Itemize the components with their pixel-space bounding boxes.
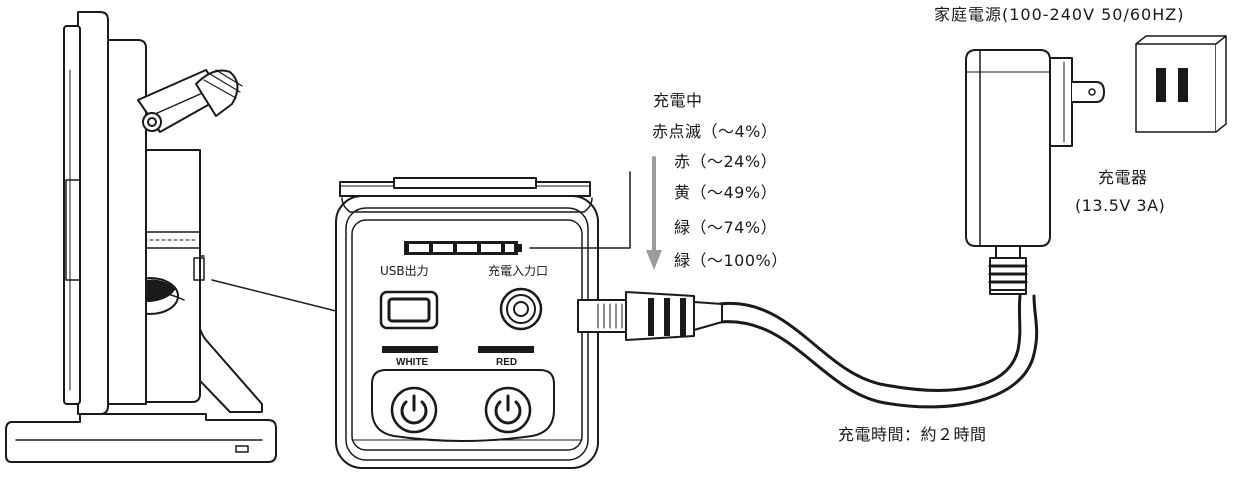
back-panel-zoom [335,177,599,469]
dc-input-label: 充電入力口 [488,264,549,278]
usb-output-label: USB出力 [380,264,429,278]
charging-cable [718,291,1039,409]
red-power-button [484,386,532,434]
charger-name-label: 充電器 [1098,168,1148,187]
status-level-5: 緑（～100%） [674,251,788,270]
status-level-3: 黄（～49%） [674,183,778,202]
dc-plug [577,291,723,341]
white-power-button [390,386,438,434]
zoom-leader-line [211,279,357,317]
red-mode-strip [478,346,534,353]
white-mode-strip [382,346,438,353]
usb-port [379,290,439,330]
red-button-label: RED [496,357,518,368]
battery-indicator [404,241,522,255]
dc-input-port [499,287,543,331]
wall-outlet [1135,35,1227,133]
charger-spec-label: (13.5V 3A) [1075,196,1166,215]
status-level-2: 赤（～24%） [674,152,778,171]
charge-time-label: 充電時間：約２時間 [838,425,987,444]
charging-status-title: 充電中 [653,91,703,110]
charge-progress-arrow [646,156,662,270]
ac-charger [965,49,1105,295]
work-light-side-view [5,11,277,463]
status-level-1: 赤点滅（～4%） [652,122,778,141]
status-level-4: 緑（～74%） [674,218,778,237]
white-button-label: WHITE [396,357,429,368]
indicator-leader-line [529,171,631,249]
power-source-label: 家庭電源(100-240V 50/60HZ) [934,5,1185,24]
